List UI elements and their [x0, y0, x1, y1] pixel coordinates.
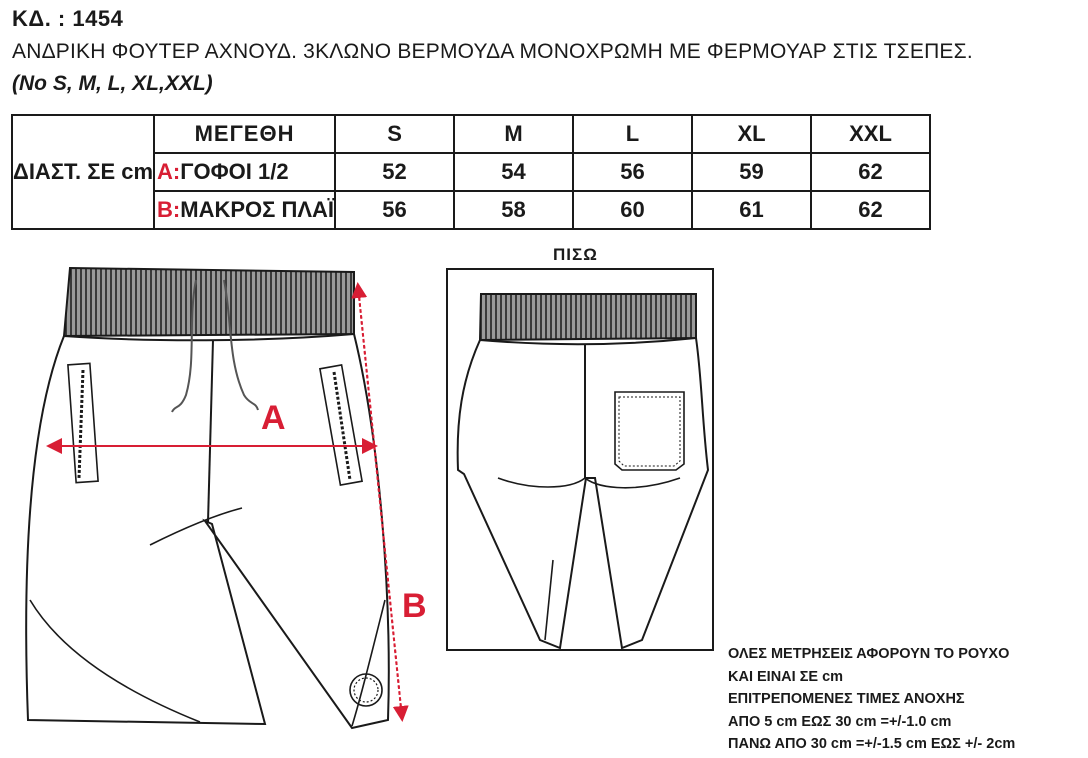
front-fly-line — [207, 339, 214, 523]
measure-letter: B: — [157, 197, 181, 222]
table-cell: 62 — [810, 152, 932, 192]
drawstring-left — [171, 279, 197, 413]
product-code: ΚΔ. : 1454 — [12, 6, 124, 31]
measure-label-b: B:ΜΑΚΡΟΣ ΠΛΑΪ — [153, 190, 337, 230]
size-l-header: L — [572, 114, 694, 154]
back-view-frame — [446, 268, 714, 651]
front-crotch-line — [149, 507, 243, 546]
drawstring-right — [223, 279, 259, 411]
logo-patch — [349, 673, 383, 707]
table-row: B:ΜΑΚΡΟΣ ΠΛΑΪ 56 58 60 61 62 — [12, 190, 932, 230]
back-body-outline — [456, 336, 710, 650]
measure-a-label: A — [261, 399, 286, 437]
table-cell: 56 — [572, 152, 694, 192]
measure-name: ΓΟΦΟΙ 1/2 — [180, 159, 289, 184]
product-description: ΑΝΔΡΙΚΗ ΦΟΥΤΕΡ ΑΧΝΟΥΔ. 3ΚΛΩΝΟ ΒΕΡΜΟΥΔΑ Μ… — [12, 40, 973, 63]
measure-label-a: A:ΓΟΦΟΙ 1/2 — [153, 152, 337, 192]
measure-b-label: B — [402, 587, 427, 625]
right-zip-pocket — [318, 364, 364, 486]
back-inner-leg-line — [544, 559, 554, 641]
back-pocket — [614, 391, 685, 471]
measure-letter: A: — [157, 159, 181, 184]
size-xl-header: XL — [691, 114, 813, 154]
front-waistband — [62, 266, 355, 338]
size-xxl-header: XXL — [810, 114, 932, 154]
size-s-header: S — [334, 114, 456, 154]
size-m-header: M — [453, 114, 575, 154]
back-seat-seam — [497, 476, 681, 489]
tolerance-notes: ΟΛΕΣ ΜΕΤΡΗΣΕΙΣ ΑΦΟΡΟΥΝ ΤΟ ΡΟΥΧΟ ΚΑΙ ΕΙΝΑ… — [728, 643, 1015, 756]
note-line: ΠΑΝΩ ΑΠΟ 30 cm =+/-1.5 cm ΕΩΣ +/- 2cm — [728, 736, 1016, 752]
table-cell: 62 — [810, 190, 932, 230]
sizes-note: (No S, M, L, XL,XXL) — [12, 72, 213, 95]
note-line: ΑΠΟ 5 cm ΕΩΣ 30 cm =+/-1.0 cm — [728, 713, 952, 730]
table-cell: 54 — [453, 152, 575, 192]
back-waistband — [478, 293, 697, 342]
front-shorts-drawing — [25, 266, 390, 730]
front-body-outline — [25, 332, 390, 730]
measure-b-arrow — [351, 282, 409, 722]
table-cell: 61 — [691, 190, 813, 230]
table-cell: 59 — [691, 152, 813, 192]
table-cell: 58 — [453, 190, 575, 230]
measure-name: ΜΑΚΡΟΣ ΠΛΑΪ — [180, 197, 335, 222]
table-cell: 52 — [334, 152, 456, 192]
table-row: A:ΓΟΦΟΙ 1/2 52 54 56 59 62 — [12, 152, 932, 192]
table-header-row: ΔΙΑΣΤ. ΣΕ cm ΜΕΓΕΘΗ S M L XL XXL — [10, 114, 932, 230]
back-view-title: ΠΙΣΩ — [553, 245, 598, 264]
note-line: ΟΛΕΣ ΜΕΤΡΗΣΕΙΣ ΑΦΟΡΟΥΝ ΤΟ ΡΟΥΧΟ — [728, 646, 1010, 662]
sizes-header: ΜΕΓΕΘΗ — [153, 114, 337, 154]
note-line: ΚΑΙ ΕΙΝΑΙ ΣΕ cm — [728, 668, 844, 685]
left-leg-panel-seam — [29, 599, 201, 723]
size-spec-table: ΔΙΑΣΤ. ΣΕ cm ΜΕΓΕΘΗ S M L XL XXL A:ΓΟΦΟΙ… — [10, 114, 932, 230]
table-cell: 60 — [572, 190, 694, 230]
back-shorts-drawing — [456, 293, 710, 650]
dimensions-header: ΔΙΑΣΤ. ΣΕ cm — [10, 114, 156, 230]
table-cell: 56 — [334, 190, 456, 230]
note-line: ΕΠΙΤΡΕΠΟΜΕΝΕΣ ΤΙΜΕΣ ΑΝΟΧΗΣ — [728, 691, 965, 707]
left-zip-pocket — [67, 362, 99, 484]
right-leg-panel-seam — [351, 599, 386, 727]
